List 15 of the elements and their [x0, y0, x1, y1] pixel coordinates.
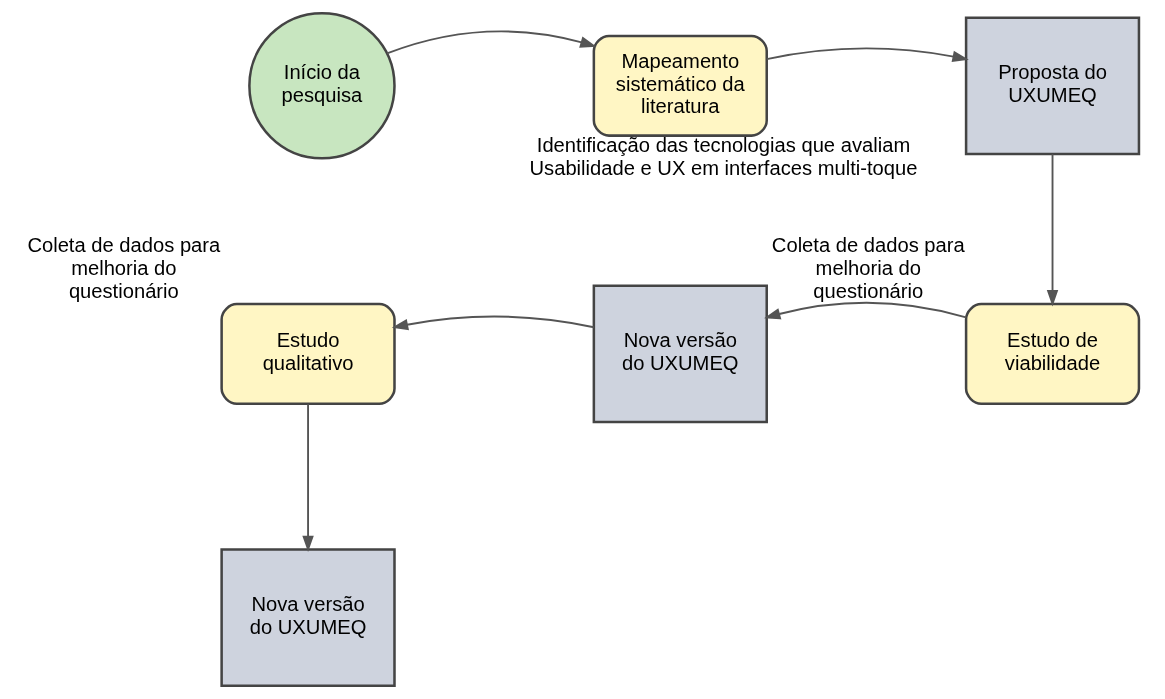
- node-box: Estudo de viabilidade: [964, 302, 1141, 405]
- node-label: Coleta de dados para melhoria do questionário: [27, 234, 221, 302]
- node-label: Coleta de dados para melhoria do questionário: [771, 234, 965, 302]
- arrow: [391, 315, 595, 331]
- arrow: [302, 403, 314, 553]
- node-circle: Início da pesquisa: [248, 11, 396, 160]
- node-box: Nova versão do UXUMEQ: [592, 284, 768, 424]
- arrow: [765, 47, 969, 63]
- arrow: [764, 301, 967, 320]
- node-box: Nova versão do UXUMEQ: [220, 548, 396, 688]
- node-box: Estudo qualitativo: [220, 302, 396, 405]
- node-box: Mapeamento sistemático da literatura: [592, 34, 768, 137]
- node-box: Proposta do UXUMEQ: [964, 16, 1141, 156]
- arrow: [386, 30, 597, 55]
- arrow: [1046, 153, 1059, 307]
